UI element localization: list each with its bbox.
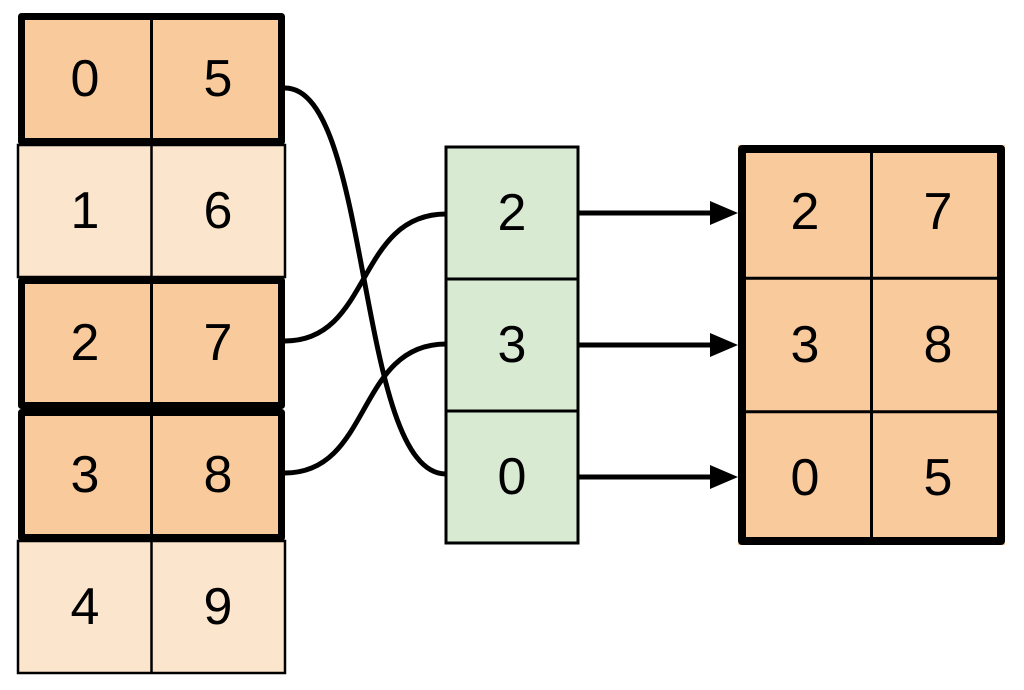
result-cell-2-0: 0 [791, 449, 820, 507]
curve-left-row-0-to-index-cell-2 [284, 85, 447, 477]
arrow-1-head [710, 333, 738, 357]
result-cell-1-0: 3 [791, 316, 820, 374]
result-cell-1-1: 8 [924, 316, 953, 374]
left-cell-2-1: 7 [204, 314, 233, 372]
left-cell-1-0: 1 [71, 182, 100, 240]
result-table-border [738, 145, 1005, 545]
left-table-row-0: 0 5 [18, 13, 285, 145]
result-cell-0-0: 2 [791, 183, 820, 241]
curve-left-row-3-to-index-cell-1 [284, 341, 447, 476]
left-table-row-1: 1 6 [16, 143, 287, 279]
left-cell-2-0: 2 [71, 314, 100, 372]
left-cell-3-1: 8 [204, 446, 233, 504]
left-cell-4-1: 9 [204, 578, 233, 636]
index-cell-0: 2 [498, 184, 527, 242]
index-cell-2: 0 [498, 448, 527, 506]
left-table-row-3: 3 8 [18, 409, 285, 541]
result-cell-2-1: 5 [924, 449, 953, 507]
left-cell-4-0: 4 [71, 578, 100, 636]
left-cell-1-1: 6 [204, 182, 233, 240]
left-table-row-4: 4 9 [16, 539, 287, 675]
result-table: 2 7 3 8 0 5 [738, 145, 1005, 545]
arrow-0-head [710, 201, 738, 225]
left-cell-3-0: 3 [71, 446, 100, 504]
left-cell-0-0: 0 [71, 50, 100, 108]
curve-left-row-2-to-index-cell-0 [284, 211, 447, 344]
selection-curves [284, 85, 447, 477]
index-column: 2 3 0 [444, 145, 580, 545]
result-arrows [578, 201, 738, 489]
result-cell-0-1: 7 [924, 183, 953, 241]
index-cell-1-rect [444, 277, 580, 413]
left-table: 1 6 4 9 0 5 2 7 3 8 [16, 13, 287, 675]
arrow-index-1-to-result-1 [578, 333, 738, 357]
left-cell-0-1: 5 [204, 50, 233, 108]
arrow-index-0-to-result-0 [578, 201, 738, 225]
left-table-row-2: 2 7 [18, 277, 285, 409]
arrow-2-head [710, 465, 738, 489]
index-cell-1: 3 [498, 316, 527, 374]
arrow-index-2-to-result-2 [578, 465, 738, 489]
